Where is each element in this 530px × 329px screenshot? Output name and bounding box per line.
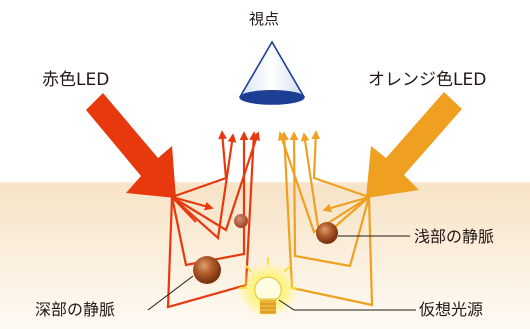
orange-led-label: オレンジ色LED [368,70,487,90]
deep-vein-circle [193,256,221,284]
light-bulb-icon [238,257,298,318]
orange-light-paths [278,130,374,307]
viewpoint-label: 視点 [249,10,280,28]
orange-led-arrow [366,92,462,198]
skin-surface-fade [0,170,530,186]
red-led-label: 赤色LED [42,70,110,90]
deep-vein-leader [147,275,194,311]
virtual-light-leader [278,299,416,311]
shallow-vein-circle [316,222,338,244]
deep-vein-label: 深部の静脈 [35,300,116,319]
eye-cone-icon [239,40,305,105]
small-vein [234,214,248,228]
shallow-vein-label: 浅部の静脈 [414,227,495,246]
virtual-light-label: 仮想光源 [419,300,484,319]
red-led-arrow [86,93,176,198]
